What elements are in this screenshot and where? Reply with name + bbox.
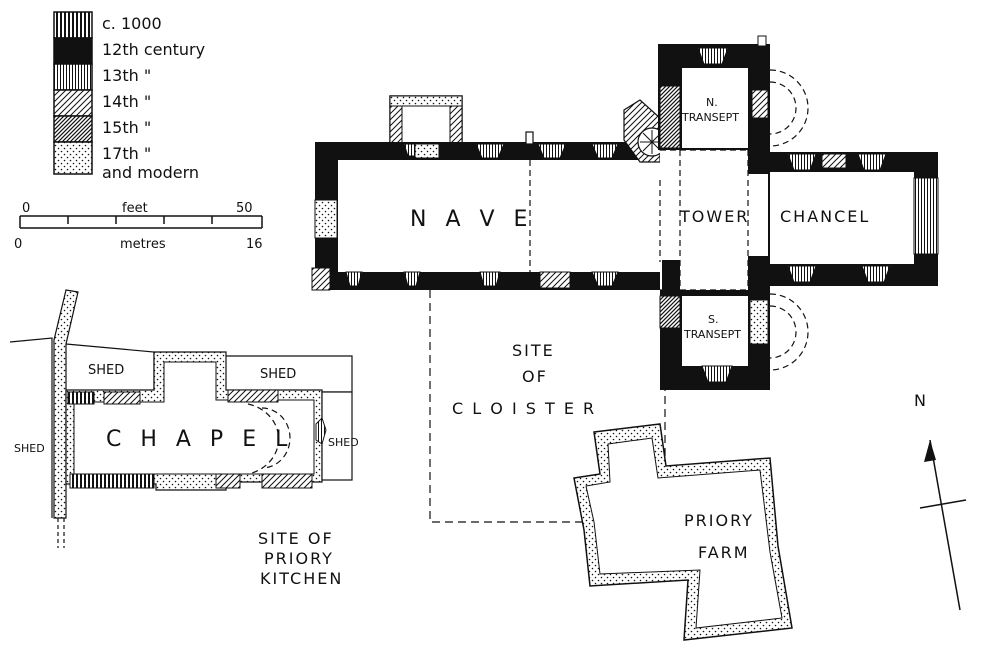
legend-label-modern: and modern bbox=[102, 163, 199, 182]
tower-label: TOWER bbox=[679, 207, 749, 226]
north-label: N bbox=[914, 391, 928, 410]
kitchen-label-3: KITCHEN bbox=[260, 569, 343, 588]
kitchen-label-1: SITE OF bbox=[258, 529, 334, 548]
shed-top-left-label: SHED bbox=[88, 363, 124, 378]
shed-right-label: SHED bbox=[328, 436, 359, 449]
legend-swatch-12th bbox=[53, 37, 93, 65]
scale-feet-end: 50 bbox=[236, 201, 253, 216]
nave-label: N A V E bbox=[410, 207, 533, 232]
cloister-label-3: C L O I S T E R bbox=[452, 399, 596, 418]
legend-swatch-14th bbox=[53, 89, 93, 117]
legend-label-17th: 17th " bbox=[102, 144, 151, 163]
legend-label-c1000: c. 1000 bbox=[102, 14, 162, 33]
scale-feet-start: 0 bbox=[22, 201, 30, 216]
chancel-label: CHANCEL bbox=[780, 207, 870, 226]
shed-top-right-label: SHED bbox=[260, 367, 296, 382]
scale-bar bbox=[19, 215, 263, 229]
cloister-label-1: SITE bbox=[512, 341, 555, 360]
chapel-group: C H A P E L SHED SHED SHED SHED bbox=[9, 289, 359, 548]
legend-swatch-13th bbox=[53, 63, 93, 91]
legend-label-13th: 13th " bbox=[102, 66, 151, 85]
farm-label-1: PRIORY bbox=[684, 511, 754, 530]
chapel-label: C H A P E L bbox=[106, 427, 293, 452]
farm-label-2: FARM bbox=[698, 543, 750, 562]
kitchen-label-2: PRIORY bbox=[264, 549, 334, 568]
south-transept-label-2: TRANSEPT bbox=[683, 328, 741, 341]
scale-metres-start: 0 bbox=[14, 237, 22, 252]
legend-swatch-15th bbox=[53, 115, 93, 143]
north-arrow-icon bbox=[924, 440, 936, 462]
legend-swatch-17th bbox=[53, 141, 93, 175]
north-transept-label-2: TRANSEPT bbox=[681, 111, 739, 124]
legend-label-14th: 14th " bbox=[102, 92, 151, 111]
church-plan: N A V E TOWER CHANCEL N. TRANSEPT S. TRA… bbox=[311, 35, 939, 390]
north-transept-label-1: N. bbox=[706, 96, 718, 109]
scale-feet-label: feet bbox=[122, 201, 148, 216]
cloister-label-2: OF bbox=[522, 367, 548, 386]
south-transept-label-1: S. bbox=[708, 313, 718, 326]
scale-metres-label: metres bbox=[120, 237, 166, 252]
shed-left-label: SHED bbox=[14, 442, 45, 455]
legend: c. 1000 12th century 13th " 14th " 15th … bbox=[53, 11, 205, 182]
legend-label-15th: 15th " bbox=[102, 118, 151, 137]
scale-metres-end: 16 bbox=[246, 237, 263, 252]
legend-swatch-c1000 bbox=[53, 11, 93, 39]
north-arrow bbox=[919, 439, 967, 611]
legend-label-12th: 12th century bbox=[102, 40, 205, 59]
